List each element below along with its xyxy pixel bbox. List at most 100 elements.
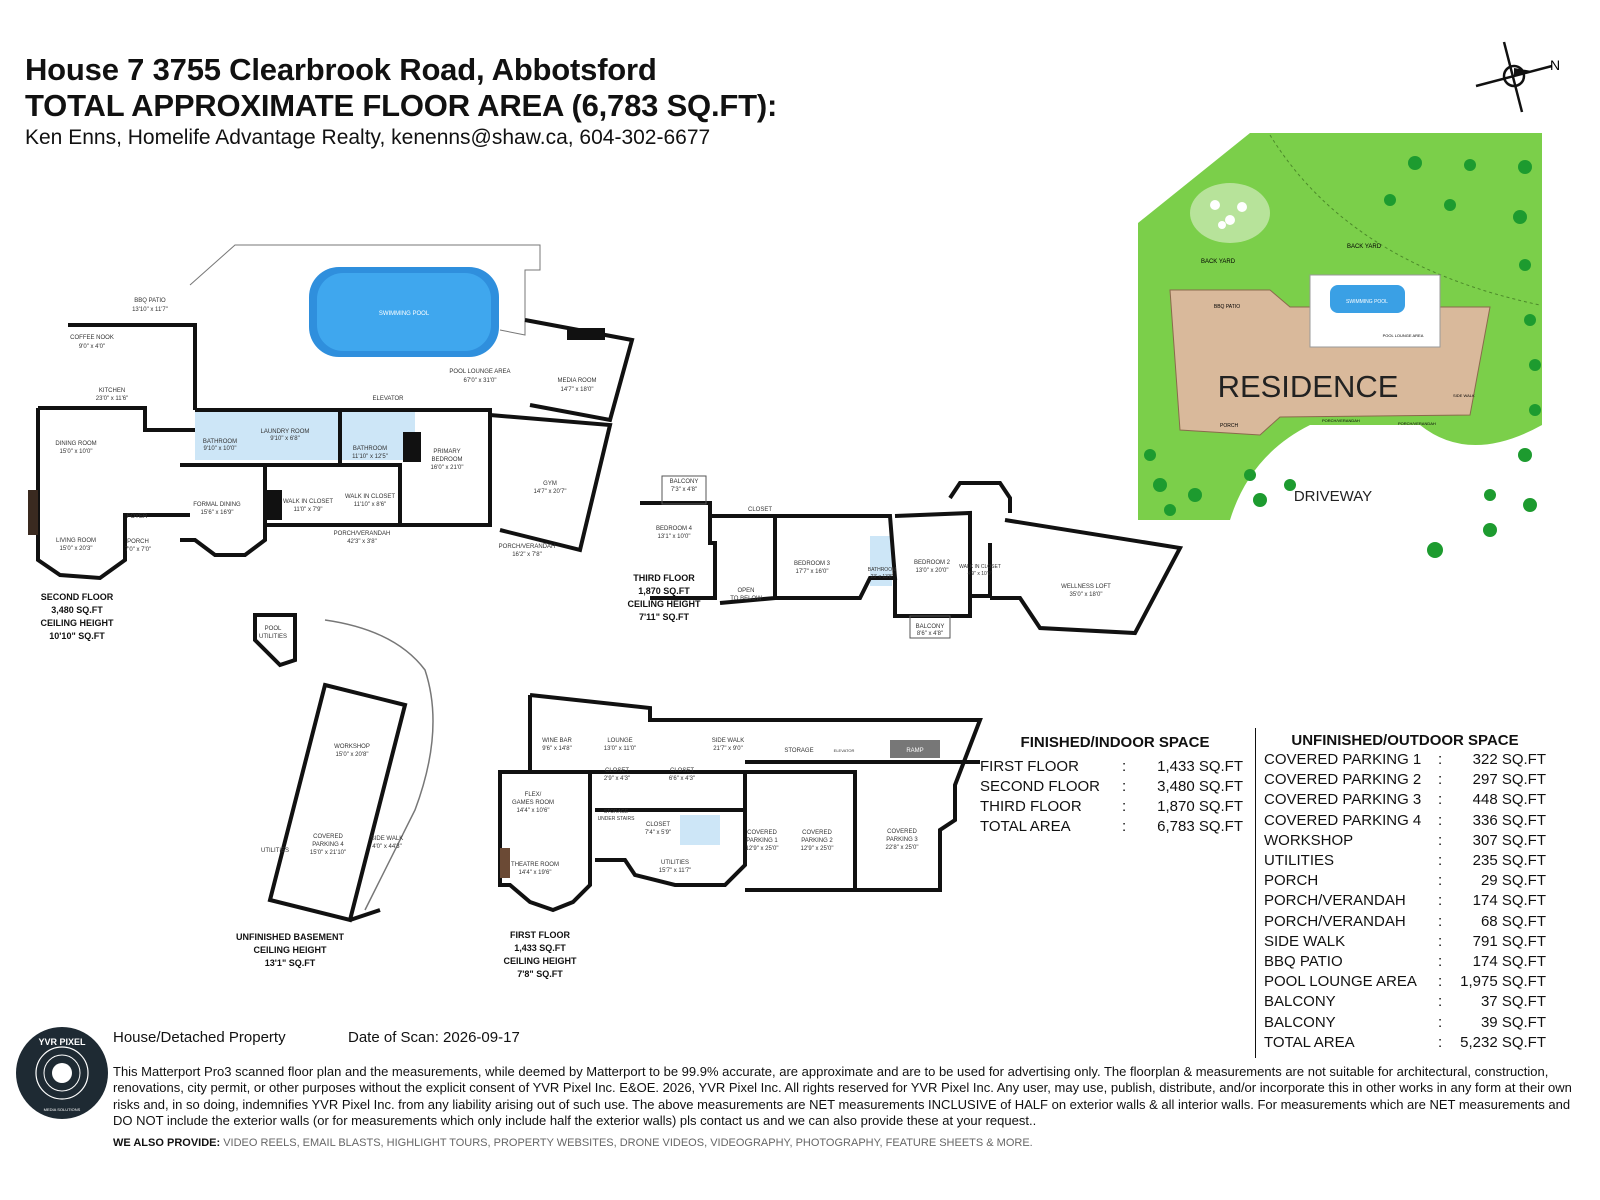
bs-parking-4: PARKING 4	[312, 842, 344, 848]
area-row-value: 6,783 SQ.FT	[1157, 818, 1243, 835]
back-yard-label-2: BACK YARD	[1347, 244, 1382, 250]
area-row-label: TOTAL AREA	[1264, 1033, 1355, 1051]
tf-balcony-2: BALCONY	[916, 624, 945, 630]
ff-cp1-b: PARKING 1	[746, 838, 778, 844]
ff-storage-under: STORAGE	[604, 809, 629, 815]
area-row-value: 174 SQ.FT	[1472, 892, 1546, 910]
area-row-value: 1,975 SQ.FT	[1460, 973, 1546, 991]
area-row-value: 297 SQ.FT	[1472, 771, 1546, 789]
area-row-label: COVERED PARKING 1	[1264, 751, 1422, 768]
ff-cp2-b: PARKING 2	[801, 838, 833, 844]
tf-bedroom-2: BEDROOM 2	[914, 560, 951, 566]
yvr-pixel-logo: YVR PIXEL MEDIA SOLUTIONS	[16, 1027, 108, 1119]
ff-cp1-a: COVERED	[747, 830, 777, 836]
area-row-value: 322 SQ.FT	[1472, 751, 1546, 768]
sf-laundry: LAUNDRY ROOM	[261, 429, 310, 435]
area-row-colon: :	[1438, 912, 1443, 930]
site-side-walk-label: SIDE WALK	[1453, 393, 1475, 398]
area-row: PORCH/VERANDAH: 68 SQ.FT	[1255, 913, 1546, 933]
sf-coffee-nook-size: 9'0" x 4'0"	[79, 344, 105, 350]
sf-living-room-size: 15'0" x 20'3"	[60, 546, 93, 552]
area-row-value: 448 SQ.FT	[1472, 791, 1546, 809]
area-row-colon: :	[1438, 993, 1443, 1011]
area-row-colon: :	[1438, 791, 1443, 809]
area-row-colon: :	[1438, 811, 1443, 829]
sf-bathroom-a: BATHROOM	[203, 439, 237, 445]
bs-side-walk-size: 4'0" x 44'3"	[372, 844, 402, 850]
scan-date: Date of Scan: 2026-09-17	[348, 1029, 520, 1046]
ff-cp2-a: COVERED	[802, 830, 832, 836]
ff-cp2-size: 12'9" x 25'0"	[801, 846, 834, 852]
finished-space-heading: FINISHED/INDOOR SPACE	[1020, 734, 1210, 751]
sf-living-room: LIVING ROOM	[56, 538, 96, 544]
ff-cp3-b: PARKING 3	[886, 837, 918, 843]
sf-primary-size: 16'0" x 21'0"	[431, 465, 464, 471]
sf-pool-label: SWIMMING POOL	[379, 311, 430, 317]
bs-parking-4-size: 15'0" x 21'10"	[310, 850, 346, 856]
area-row-value: 1,870 SQ.FT	[1157, 798, 1243, 815]
bs-workshop-size: 15'0" x 20'8"	[336, 752, 369, 758]
ff-cp1-size: 12'9" x 25'0"	[746, 846, 779, 852]
ff-lounge: LOUNGE	[607, 738, 632, 744]
tf-caption-3: CEILING HEIGHT	[627, 599, 701, 609]
bs-caption-1: UNFINISHED BASEMENT	[236, 932, 345, 942]
unfinished-divider	[1255, 728, 1256, 1058]
area-row-label: COVERED PARKING 2	[1264, 771, 1422, 789]
area-row-value: 39 SQ.FT	[1480, 1013, 1546, 1031]
area-row-colon: :	[1438, 932, 1443, 950]
sf-dining-room-size: 15'0" x 10'0"	[60, 449, 93, 455]
sf-elevator: ELEVATOR	[372, 396, 404, 402]
area-row: BBQ PATIO:174 SQ.FT	[1255, 953, 1546, 973]
area-row-label: THIRD FLOOR	[980, 798, 1082, 815]
area-row-label: PORCH/VERANDAH	[1264, 912, 1406, 930]
area-row-value: 336 SQ.FT	[1472, 811, 1546, 829]
area-row: COVERED PARKING 2:297 SQ.FT	[1255, 771, 1546, 791]
ff-closet-1: CLOSET	[605, 768, 629, 774]
bs-covered: COVERED	[313, 834, 343, 840]
area-row-label: SECOND FLOOR	[980, 778, 1101, 795]
area-row-colon: :	[1438, 852, 1443, 869]
site-porch-verandah-2: PORCH/VERANDAH	[1398, 421, 1436, 426]
area-row-colon: :	[1438, 1013, 1443, 1031]
area-row-label: FIRST FLOOR	[980, 758, 1079, 775]
area-row-colon: :	[1438, 973, 1443, 991]
services-list: VIDEO REELS, EMAIL BLASTS, HIGHLIGHT TOU…	[220, 1137, 1033, 1149]
bs-caption-3: 13'1" SQ.FT	[265, 958, 316, 968]
ff-flex-size: 14'4" x 10'6"	[517, 808, 550, 814]
area-row-label: COVERED PARKING 4	[1264, 811, 1422, 829]
area-row-value: 37 SQ.FT	[1480, 993, 1546, 1011]
area-row: FIRST FLOOR:1,433 SQ.FT	[980, 758, 1243, 778]
ff-caption-1: FIRST FLOOR	[510, 930, 570, 940]
ff-cp3-a: COVERED	[887, 829, 917, 835]
ff-wine-bar-size: 9'6" x 14'8"	[542, 746, 572, 752]
site-porch-label: PORCH	[1220, 423, 1238, 429]
sf-dining-room: DINING ROOM	[55, 441, 96, 447]
site-pool-lounge-label: POOL LOUNGE AREA	[1383, 333, 1424, 338]
area-row-colon: :	[1438, 872, 1443, 890]
sf-walk-in-2: WALK IN CLOSET	[345, 494, 395, 500]
sf-primary: PRIMARY	[433, 449, 460, 455]
area-row-label: BALCONY	[1264, 1013, 1336, 1031]
ff-closet-2-size: 6'6" x 4'3"	[669, 776, 695, 782]
sf-bathroom-a-size: 9'10" x 10'0"	[204, 446, 237, 452]
tf-bedroom-3: BEDROOM 3	[794, 561, 831, 567]
ff-wine-bar: WINE BAR	[542, 738, 572, 744]
area-row: POOL LOUNGE AREA:1,975 SQ.FT	[1255, 973, 1546, 993]
area-row-label: PORCH/VERANDAH	[1264, 892, 1406, 910]
bs-utilities: UTILITIES	[259, 634, 287, 640]
sf-porch-verandah: PORCH/VERANDAH	[334, 531, 391, 537]
tf-caption-1: THIRD FLOOR	[633, 573, 695, 583]
area-row: SECOND FLOOR:3,480 SQ.FT	[980, 778, 1243, 798]
tf-bedroom-3-size: 17'7" x 16'0"	[796, 569, 829, 575]
area-row-value: 68 SQ.FT	[1480, 912, 1546, 930]
ff-flex: FLEX/	[525, 792, 542, 798]
area-row: PORCH:29 SQ.FT	[1255, 872, 1546, 892]
services-line: WE ALSO PROVIDE: VIDEO REELS, EMAIL BLAS…	[113, 1137, 1033, 1149]
tf-caption-2: 1,870 SQ.FT	[638, 586, 690, 596]
sf-gym-size: 14'7" x 20'7"	[534, 489, 567, 495]
residence-label: RESIDENCE	[1218, 369, 1399, 404]
area-row-label: PORCH	[1264, 872, 1319, 890]
area-row-colon: :	[1438, 1033, 1443, 1051]
tf-balcony-1-size: 7'3" x 4'8"	[671, 487, 697, 493]
tf-to-below: TO BELOW	[730, 596, 762, 602]
